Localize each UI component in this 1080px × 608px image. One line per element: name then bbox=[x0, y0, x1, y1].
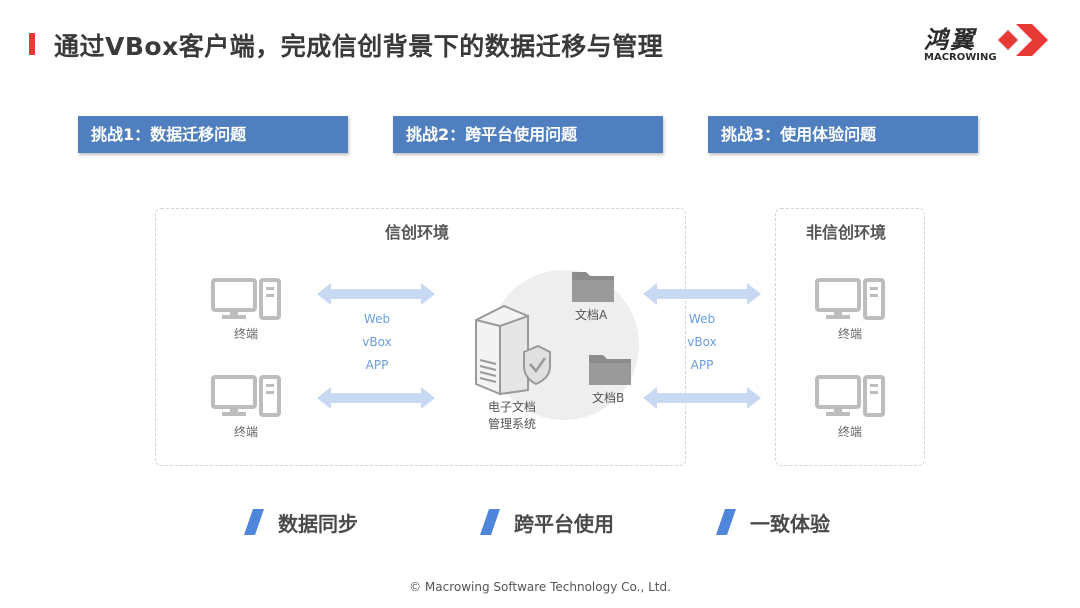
double-arrow-icon bbox=[643, 283, 761, 305]
folder-icon bbox=[589, 355, 631, 385]
non-xinchuang-env-title: 非信创环境 bbox=[806, 223, 887, 242]
logo-cn-text: 鸿翼 bbox=[924, 26, 976, 54]
computer-icon bbox=[211, 278, 281, 320]
feature-data-sync: 数据同步 bbox=[244, 507, 394, 537]
title-accent-bar bbox=[29, 33, 35, 55]
computer-icon bbox=[815, 375, 885, 417]
terminal-label: 终端 bbox=[837, 425, 862, 439]
server-label: 电子文档 管理系统 bbox=[474, 399, 550, 433]
page-title: 通过VBox客户端，完成信创背景下的数据迁移与管理 bbox=[54, 32, 664, 61]
protocol-list: Web vBox APP bbox=[357, 308, 397, 377]
terminal-label: 终端 bbox=[233, 327, 258, 341]
protocol-vbox: vBox bbox=[687, 335, 717, 349]
protocol-web: Web bbox=[688, 312, 716, 326]
slash-icon bbox=[480, 509, 500, 535]
feature-label: 跨平台使用 bbox=[514, 512, 614, 536]
macrowing-logo: 鸿翼 MACROWING bbox=[920, 18, 1055, 68]
slash-icon bbox=[716, 509, 736, 535]
computer-icon bbox=[211, 375, 281, 417]
protocol-vbox: vBox bbox=[362, 335, 392, 349]
computer-icon bbox=[815, 278, 885, 320]
server-icon bbox=[475, 304, 551, 396]
logo-mark-icon bbox=[998, 24, 1048, 56]
xinchuang-env-title: 信创环境 bbox=[385, 223, 450, 242]
slash-icon bbox=[244, 509, 264, 535]
server-label-line2: 管理系统 bbox=[487, 417, 536, 431]
double-arrow-icon bbox=[643, 387, 761, 409]
protocol-web: Web bbox=[363, 312, 391, 326]
non-xinchuang-env-frame bbox=[775, 208, 925, 466]
feature-label: 一致体验 bbox=[750, 512, 830, 536]
logo-en-text: MACROWING bbox=[924, 52, 997, 63]
folder-a-label: 文档A bbox=[575, 308, 608, 322]
folder-icon bbox=[572, 272, 614, 302]
protocol-app: APP bbox=[690, 358, 714, 372]
feature-consistent-experience: 一致体验 bbox=[716, 507, 866, 537]
feature-cross-platform: 跨平台使用 bbox=[480, 507, 630, 537]
double-arrow-icon bbox=[317, 387, 435, 409]
folder-b-label: 文档B bbox=[592, 391, 625, 405]
xinchuang-env-frame bbox=[155, 208, 686, 466]
protocol-list: Web vBox APP bbox=[682, 308, 722, 377]
challenge-1-box: 挑战1：数据迁移问题 bbox=[78, 116, 348, 153]
footer-copyright: © Macrowing Software Technology Co., Ltd… bbox=[409, 580, 671, 594]
server-label-line1: 电子文档 bbox=[487, 400, 536, 414]
terminal-label: 终端 bbox=[233, 425, 258, 439]
challenge-2-box: 挑战2：跨平台使用问题 bbox=[393, 116, 663, 153]
protocol-app: APP bbox=[365, 358, 389, 372]
terminal-label: 终端 bbox=[837, 327, 862, 341]
challenge-3-box: 挑战3：使用体验问题 bbox=[708, 116, 978, 153]
feature-label: 数据同步 bbox=[278, 512, 358, 536]
double-arrow-icon bbox=[317, 283, 435, 305]
